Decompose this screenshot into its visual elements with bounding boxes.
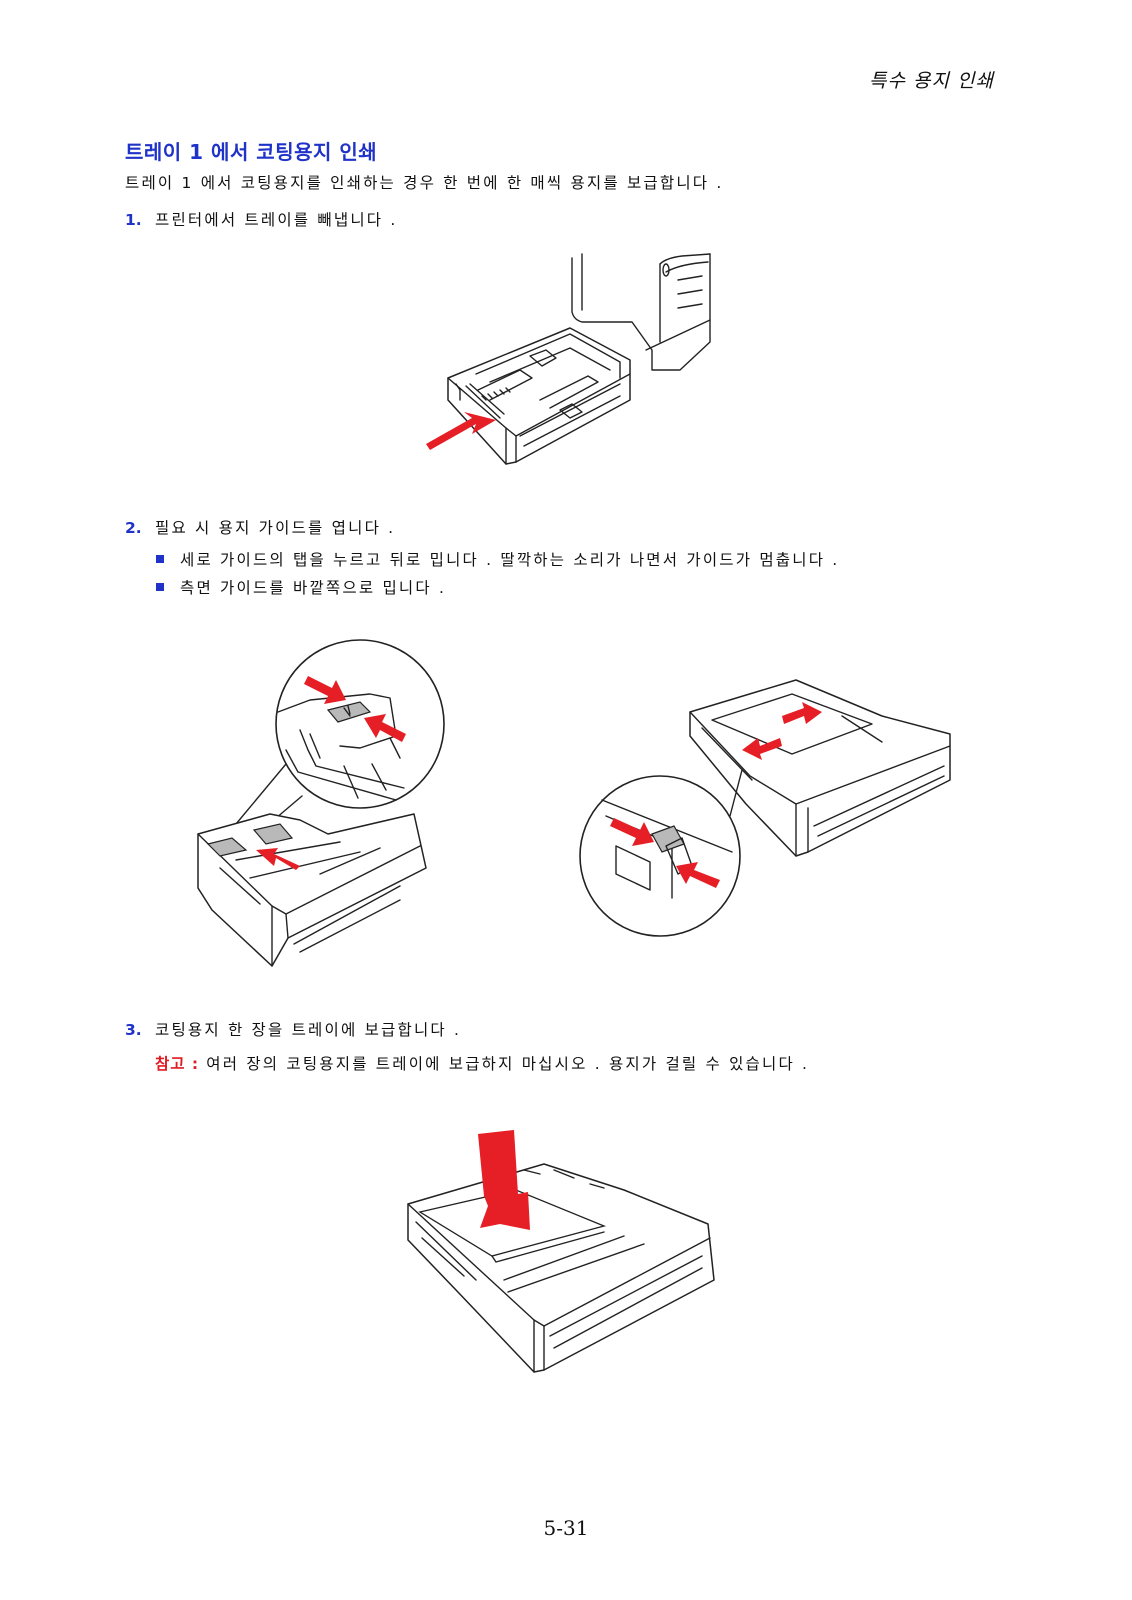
bullet-item: 세로 가이드의 탭을 누르고 뒤로 밉니다 . 딸깍하는 소리가 나면서 가이드… — [156, 548, 839, 570]
step-3: 3. 코팅용지 한 장을 트레이에 보급합니다 . — [125, 1018, 461, 1040]
step-number: 1. — [125, 211, 142, 229]
note-label: 참고 : — [155, 1055, 200, 1073]
note: 참고 : 여러 장의 코팅용지를 트레이에 보급하지 마십시오 . 용지가 걸릴… — [155, 1052, 809, 1074]
bullet-square-icon — [156, 555, 164, 563]
step-text: 필요 시 용지 가이드를 엽니다 . — [155, 519, 396, 537]
bullet-item: 측면 가이드를 바깥쪽으로 밉니다 . — [156, 576, 446, 598]
bullet-text: 세로 가이드의 탭을 누르고 뒤로 밉니다 . 딸깍하는 소리가 나면서 가이드… — [180, 551, 840, 569]
step-2: 2. 필요 시 용지 가이드를 엽니다 . — [125, 516, 395, 538]
illustration-load-paper — [407, 1130, 715, 1373]
step-number: 2. — [125, 519, 142, 537]
note-text: 여러 장의 코팅용지를 트레이에 보급하지 마십시오 . 용지가 걸릴 수 있습… — [206, 1055, 810, 1073]
illustration-end-guide — [197, 639, 445, 967]
bullet-square-icon — [156, 583, 164, 591]
illustration-tray-removal — [426, 253, 711, 465]
step-text: 코팅용지 한 장을 트레이에 보급합니다 . — [155, 1021, 462, 1039]
step-number: 3. — [125, 1021, 142, 1039]
intro-paragraph: 트레이 1 에서 코팅용지를 인쇄하는 경우 한 번에 한 매씩 용지를 보급합… — [125, 174, 724, 192]
illustration-side-guides — [579, 679, 951, 937]
running-header: 특수 용지 인쇄 — [869, 70, 994, 92]
section-heading: 트레이 1 에서 코팅용지 인쇄 — [125, 140, 378, 164]
step-1: 1. 프린터에서 트레이를 빼냅니다 . — [125, 208, 398, 230]
page-number: 5-31 — [543, 1516, 589, 1540]
step-text: 프린터에서 트레이를 빼냅니다 . — [155, 211, 398, 229]
bullet-text: 측면 가이드를 바깥쪽으로 밉니다 . — [180, 579, 447, 597]
